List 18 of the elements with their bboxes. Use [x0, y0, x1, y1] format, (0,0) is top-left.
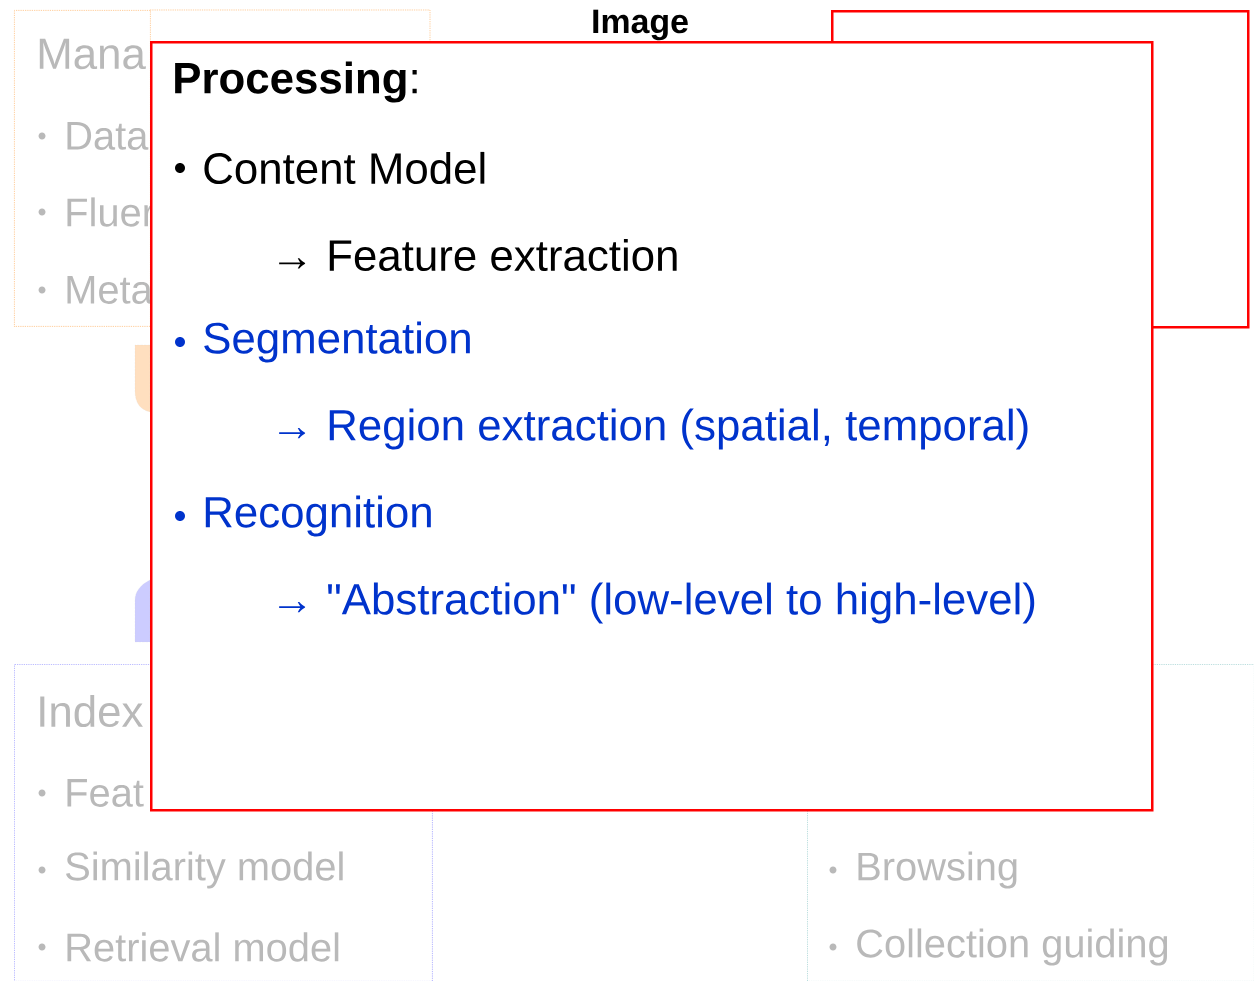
heading: Index: [40, 694, 143, 728]
list-item: Browsing: [858, 851, 1017, 889]
heading: Mana: [39, 38, 146, 70]
list-item: Fluer: [67, 197, 155, 227]
list-item: → "Abstraction" (low-level to high-level): [279, 582, 1035, 624]
list-item: Meta: [67, 276, 153, 304]
list-item: Content Model: [204, 151, 485, 185]
list-item: → Region extraction (spatial, temporal): [279, 408, 1028, 450]
list-item: Recognition: [205, 495, 431, 537]
list-item: Segmentation: [204, 321, 470, 363]
list-item: Feat: [67, 779, 144, 807]
heading: Processing:: [175, 61, 417, 103]
list-item: Retrieval model: [67, 932, 339, 962]
slide-title: Image: [593, 9, 688, 41]
list-item: → Feature extraction: [279, 238, 677, 272]
list-item: Collection guiding: [857, 928, 1168, 966]
list-item: Data: [67, 122, 149, 150]
list-item: Similarity model: [66, 851, 343, 889]
